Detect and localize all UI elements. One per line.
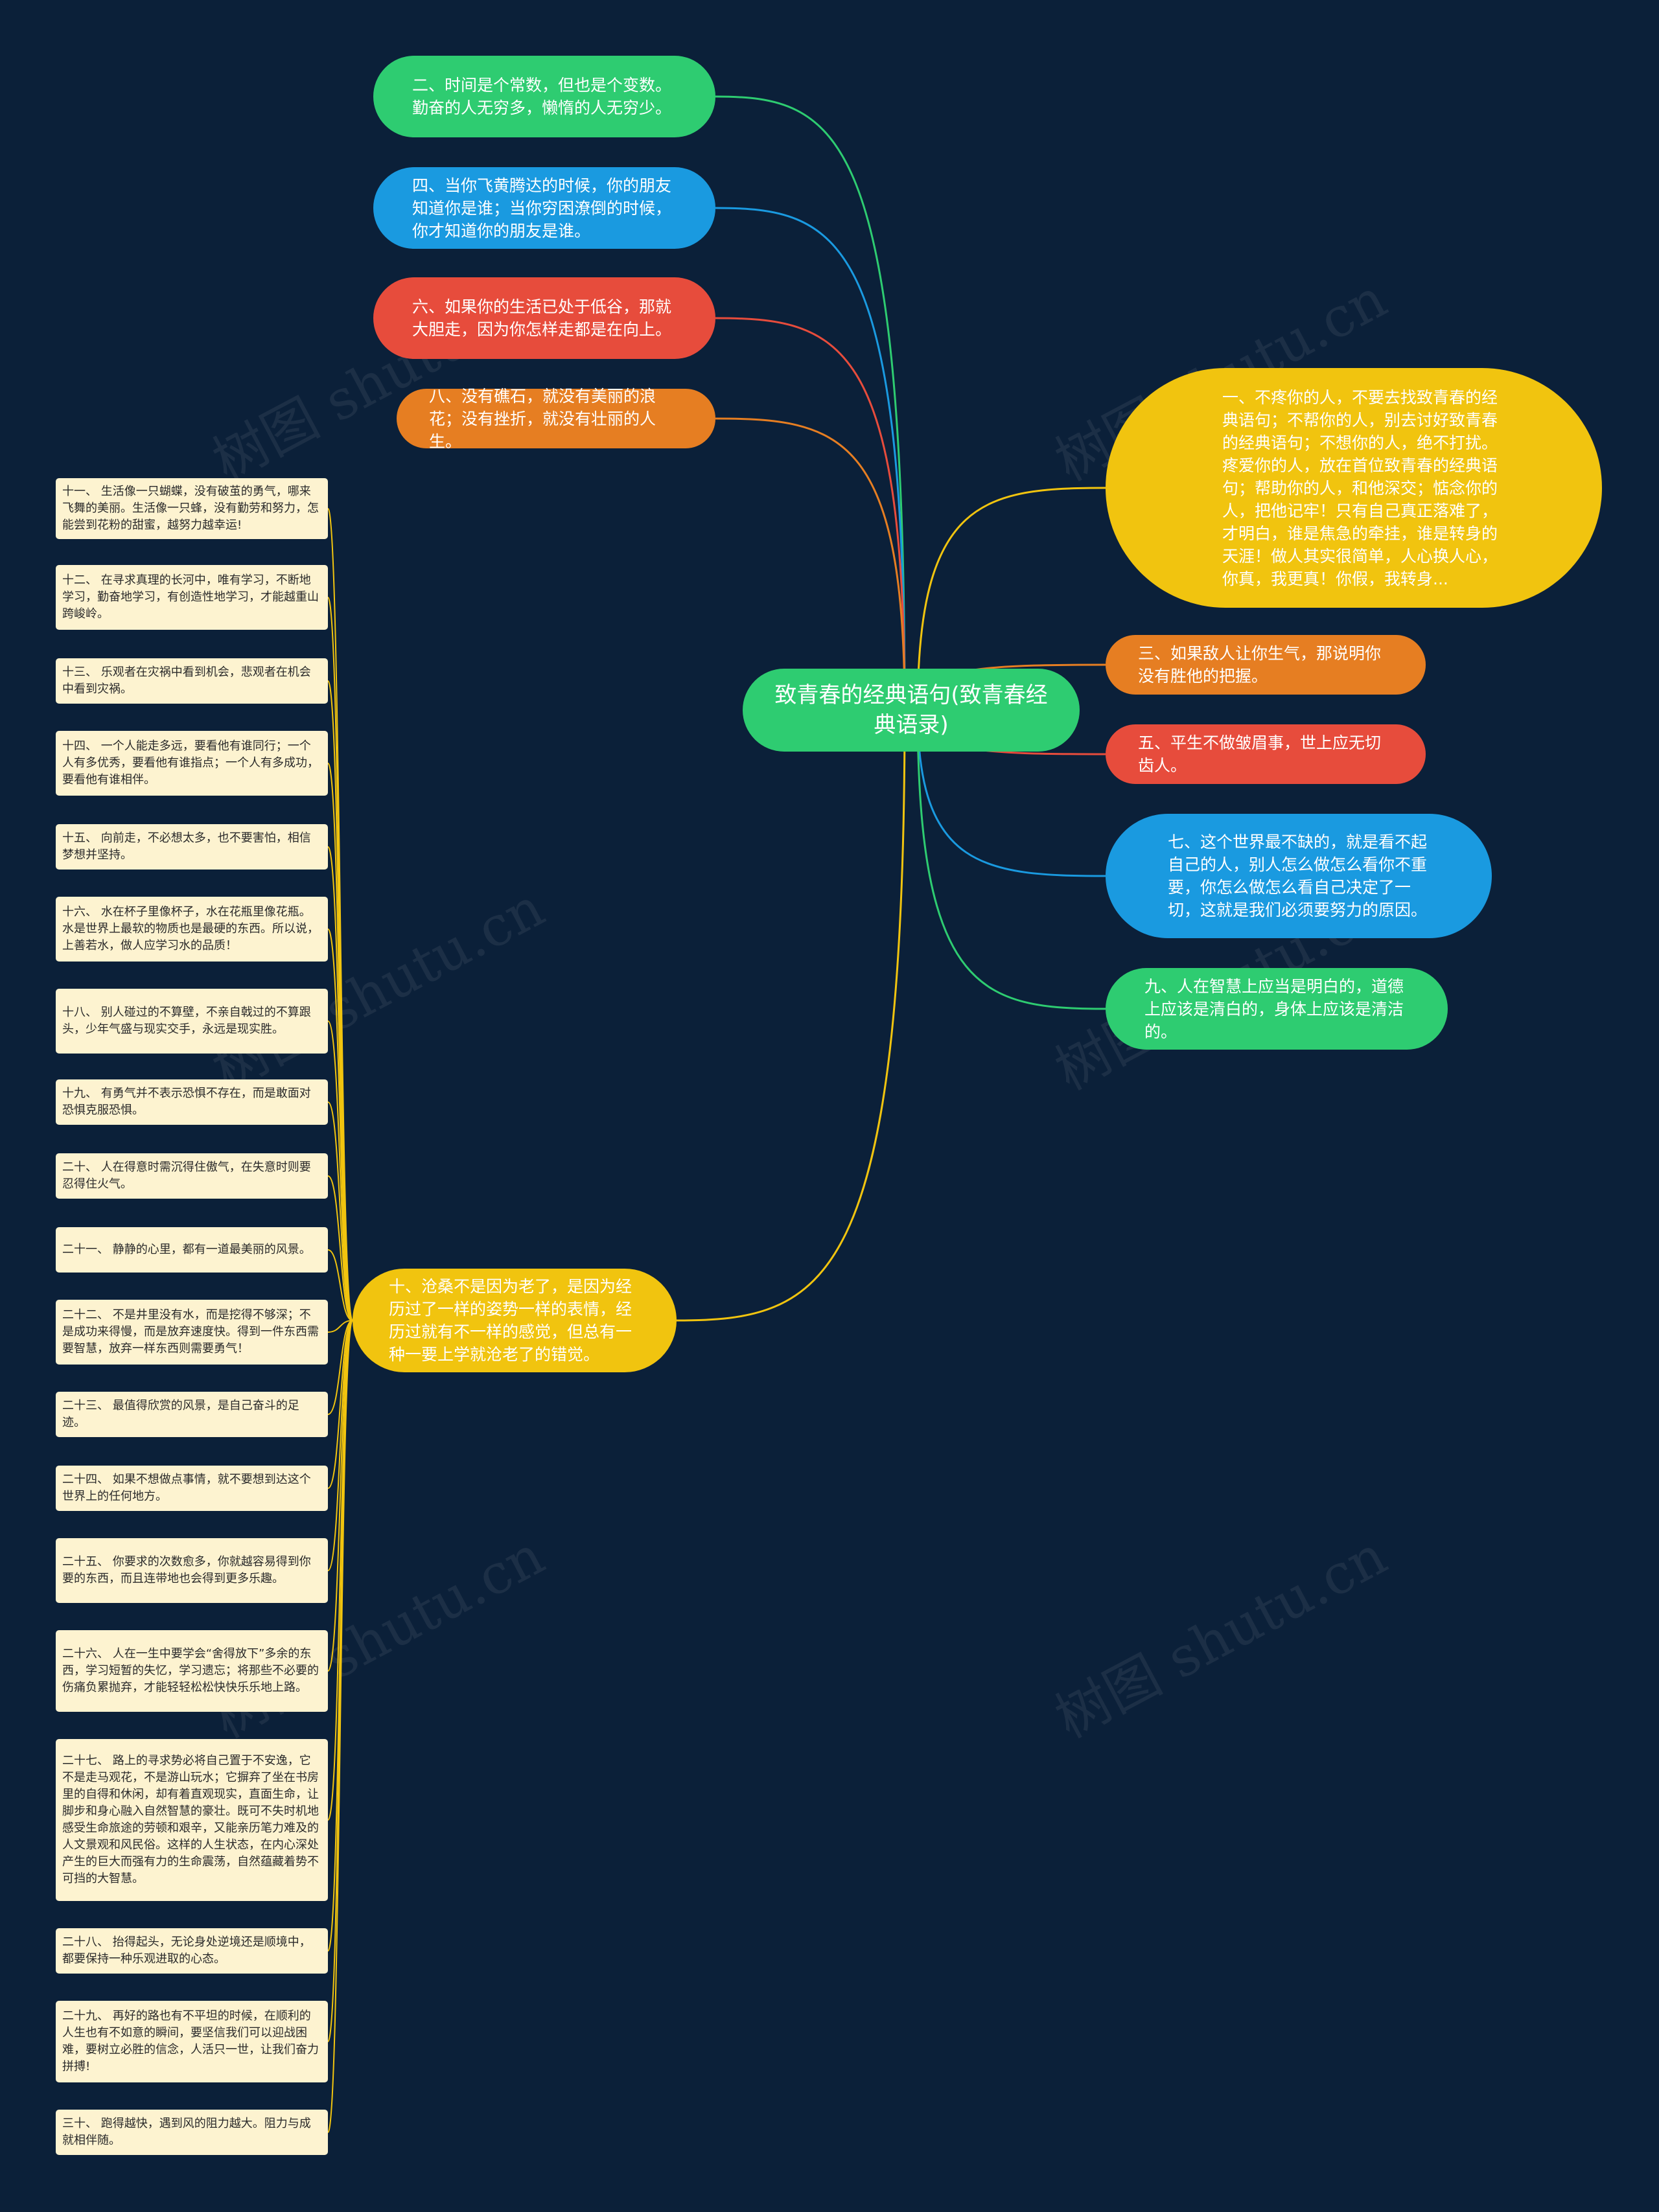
connector-line <box>715 207 906 711</box>
leaf-note-text: 十四、 一个人能走多远，要看他有谁同行；一个人有多优秀，要看他有谁指点；一个人有… <box>62 739 319 787</box>
connector-line <box>327 1101 353 1321</box>
connector-line <box>916 709 1106 877</box>
topic-node-4[interactable]: 四、当你飞黄腾达的时候，你的朋友知道你是谁；当你穷困潦倒的时候，你才知道你的朋友… <box>373 167 715 249</box>
leaf-note-16[interactable]: 十六、 水在杯子里像杯子，水在花瓶里像花瓶。水是世界上最软的物质也是最硬的东西。… <box>56 897 328 962</box>
leaf-note-text: 二十三、 最值得欣赏的风景，是自己奋斗的足迹。 <box>62 1399 299 1429</box>
topic-node-label: 六、如果你的生活已处于低谷，那就大胆走，因为你怎样走都是在向上。 <box>412 297 672 339</box>
leaf-note-text: 二十、 人在得意时需沉得住傲气，在失意时则要忍得住火气。 <box>62 1160 311 1191</box>
leaf-note-text: 十九、 有勇气并不表示恐惧不存在，而是敢面对恐惧克服恐惧。 <box>62 1087 311 1117</box>
topic-node-10[interactable]: 十、沧桑不是因为老了，是因为经历过了一样的姿势一样的表情，经历过就有不一样的感觉… <box>353 1269 677 1372</box>
connector-line <box>327 763 353 1321</box>
leaf-note-text: 二十一、 静静的心里，都有一道最美丽的风景。 <box>62 1243 311 1256</box>
leaf-note-14[interactable]: 十四、 一个人能走多远，要看他有谁同行；一个人有多优秀，要看他有谁指点；一个人有… <box>56 731 328 796</box>
topic-node-label: 二、时间是个常数，但也是个变数。勤奋的人无穷多，懒惰的人无穷少。 <box>412 76 672 117</box>
connector-line <box>327 928 353 1321</box>
leaf-note-19[interactable]: 十九、 有勇气并不表示恐惧不存在，而是敢面对恐惧克服恐惧。 <box>56 1079 328 1125</box>
leaf-note-text: 十五、 向前走，不必想太多，也不要害怕，相信梦想并坚持。 <box>62 831 311 862</box>
leaf-note-18[interactable]: 十八、 别人碰过的不算壁，不亲自戟过的不算跟头，少年气盛与现实交手，永远是现实胜… <box>56 989 328 1054</box>
topic-node-8[interactable]: 八、没有礁石，就没有美丽的浪花；没有挫折，就没有壮丽的人生。 <box>397 387 715 451</box>
connector-line <box>327 1320 353 1952</box>
connector-line <box>327 1320 353 1415</box>
leaf-note-30[interactable]: 三十、 跑得越快，遇到风的阻力越大。阻力与成就相伴随。 <box>56 2110 328 2155</box>
connector-line <box>327 1320 353 1489</box>
leaf-note-12[interactable]: 十二、 在寻求真理的长河中，唯有学习，不断地学习，勤奋地学习，有创造性地学习，才… <box>56 565 328 630</box>
leaf-note-text: 二十二、 不是井里没有水，而是挖得不够深；不是成功来得慢，而是放弃速度快。得到一… <box>62 1308 319 1355</box>
leaf-note-text: 二十九、 再好的路也有不平坦的时候，在顺利的人生也有不如意的瞬间，要坚信我们可以… <box>62 2009 319 2073</box>
leaf-note-text: 十八、 别人碰过的不算壁，不亲自戟过的不算跟头，少年气盛与现实交手，永远是现实胜… <box>62 1006 311 1036</box>
center-topic[interactable]: 致青春的经典语句(致青春经典语录) <box>743 669 1080 752</box>
leaf-note-26[interactable]: 二十六、 人在一生中要学会“舍得放下”多余的东西，学习短暂的失忆，学习遗忘；将那… <box>56 1630 328 1712</box>
leaf-note-20[interactable]: 二十、 人在得意时需沉得住傲气，在失意时则要忍得住火气。 <box>56 1153 328 1199</box>
leaf-note-text: 十一、 生活像一只蝴蝶，没有破茧的勇气，哪来飞舞的美丽。生活像一只蜂，没有勤劳和… <box>62 485 319 532</box>
leaf-note-25[interactable]: 二十五、 你要求的次数愈多，你就越容易得到你要的东西，而且连带地也会得到更多乐趣… <box>56 1538 328 1603</box>
leaf-note-11[interactable]: 十一、 生活像一只蝴蝶，没有破茧的勇气，哪来飞舞的美丽。生活像一只蜂，没有勤劳和… <box>56 478 328 539</box>
connector-line <box>327 1320 353 1333</box>
topic-node-label: 一、不疼你的人，不要去找致青春的经典语句；不帮你的人，别去讨好致青春的经典语句；… <box>1222 387 1498 588</box>
topic-node-label: 十、沧桑不是因为老了，是因为经历过了一样的姿势一样的表情，经历过就有不一样的感觉… <box>389 1277 632 1364</box>
connector-line <box>327 1175 353 1321</box>
leaf-note-text: 二十五、 你要求的次数愈多，你就越容易得到你要的东西，而且连带地也会得到更多乐趣… <box>62 1555 311 1585</box>
leaf-note-text: 二十四、 如果不想做点事情，就不要想到达这个世界上的任何地方。 <box>62 1473 311 1503</box>
leaf-note-27[interactable]: 二十七、 路上的寻求势必将自己置于不安逸，它不是走马观花，不是游山玩水；它摒弃了… <box>56 1739 328 1901</box>
topic-node-label: 四、当你飞黄腾达的时候，你的朋友知道你是谁；当你穷困潦倒的时候，你才知道你的朋友… <box>412 176 672 240</box>
connector-line <box>327 1320 353 2133</box>
connector-line <box>327 508 353 1321</box>
topic-node-label: 九、人在智慧上应当是明白的，道德上应该是清白的，身体上应该是清洁的。 <box>1144 976 1404 1041</box>
leaf-note-text: 十三、 乐观者在灾祸中看到机会，悲观者在机会中看到灾祸。 <box>62 665 311 696</box>
connector-line <box>327 1020 353 1321</box>
topic-node-label: 七、这个世界最不缺的，就是看不起自己的人，别人怎么做怎么看你不重要，你怎么做怎么… <box>1168 833 1428 919</box>
topic-node-9[interactable]: 九、人在智慧上应当是明白的，道德上应该是清白的，身体上应该是清洁的。 <box>1106 968 1448 1050</box>
connector-line <box>715 317 906 711</box>
topic-node-label: 三、如果敌人让你生气，那说明你没有胜他的把握。 <box>1138 644 1382 685</box>
connector-line <box>916 709 1106 1010</box>
topic-node-3[interactable]: 三、如果敌人让你生气，那说明你没有胜他的把握。 <box>1106 635 1426 695</box>
topic-node-2[interactable]: 二、时间是个常数，但也是个变数。勤奋的人无穷多，懒惰的人无穷少。 <box>373 56 715 137</box>
connector-line <box>327 1320 353 1571</box>
topic-node-1[interactable]: 一、不疼你的人，不要去找致青春的经典语句；不帮你的人，别去讨好致青春的经典语句；… <box>1106 368 1602 608</box>
leaf-note-28[interactable]: 二十八、 抬得起头，无论身处逆境还是顺境中，都要保持一种乐观进取的心态。 <box>56 1928 328 1974</box>
leaf-note-text: 二十七、 路上的寻求势必将自己置于不安逸，它不是走马观花，不是游山玩水；它摒弃了… <box>62 1754 319 1885</box>
topic-node-label: 五、平生不做皱眉事，世上应无切齿人。 <box>1138 733 1382 775</box>
leaf-note-23[interactable]: 二十三、 最值得欣赏的风景，是自己奋斗的足迹。 <box>56 1392 328 1437</box>
leaf-note-text: 二十八、 抬得起头，无论身处逆境还是顺境中，都要保持一种乐观进取的心态。 <box>62 1935 311 1966</box>
leaf-note-13[interactable]: 十三、 乐观者在灾祸中看到机会，悲观者在机会中看到灾祸。 <box>56 658 328 704</box>
leaf-note-text: 十二、 在寻求真理的长河中，唯有学习，不断地学习，勤奋地学习，有创造性地学习，才… <box>62 573 319 621</box>
leaf-note-24[interactable]: 二十四、 如果不想做点事情，就不要想到达这个世界上的任何地方。 <box>56 1466 328 1511</box>
connector-line <box>676 709 906 1322</box>
leaf-note-21[interactable]: 二十一、 静静的心里，都有一道最美丽的风景。 <box>56 1227 328 1273</box>
leaf-note-29[interactable]: 二十九、 再好的路也有不平坦的时候，在顺利的人生也有不如意的瞬间，要坚信我们可以… <box>56 2001 328 2082</box>
leaf-note-text: 二十六、 人在一生中要学会“舍得放下”多余的东西，学习短暂的失忆，学习遗忘；将那… <box>62 1647 319 1694</box>
connector-line <box>715 95 906 711</box>
topic-node-7[interactable]: 七、这个世界最不缺的，就是看不起自己的人，别人怎么做怎么看你不重要，你怎么做怎么… <box>1106 814 1492 938</box>
leaf-note-text: 三十、 跑得越快，遇到风的阻力越大。阻力与成就相伴随。 <box>62 2117 311 2147</box>
center-topic-label: 致青春的经典语句(致青春经典语录) <box>774 682 1048 738</box>
topic-node-label: 八、没有礁石，就没有美丽的浪花；没有挫折，就没有壮丽的人生。 <box>429 386 656 451</box>
connector-line <box>715 417 906 711</box>
leaf-note-text: 十六、 水在杯子里像杯子，水在花瓶里像花瓶。水是世界上最软的物质也是最硬的东西。… <box>62 905 319 952</box>
leaf-note-15[interactable]: 十五、 向前走，不必想太多，也不要害怕，相信梦想并坚持。 <box>56 824 328 870</box>
topic-node-5[interactable]: 五、平生不做皱眉事，世上应无切齿人。 <box>1106 724 1426 784</box>
leaf-note-22[interactable]: 二十二、 不是井里没有水，而是挖得不够深；不是成功来得慢，而是放弃速度快。得到一… <box>56 1300 328 1365</box>
connector-line <box>327 1320 353 1672</box>
connector-line <box>327 1249 353 1321</box>
connector-line <box>916 487 1106 711</box>
topic-node-6[interactable]: 六、如果你的生活已处于低谷，那就大胆走，因为你怎样走都是在向上。 <box>373 277 715 359</box>
